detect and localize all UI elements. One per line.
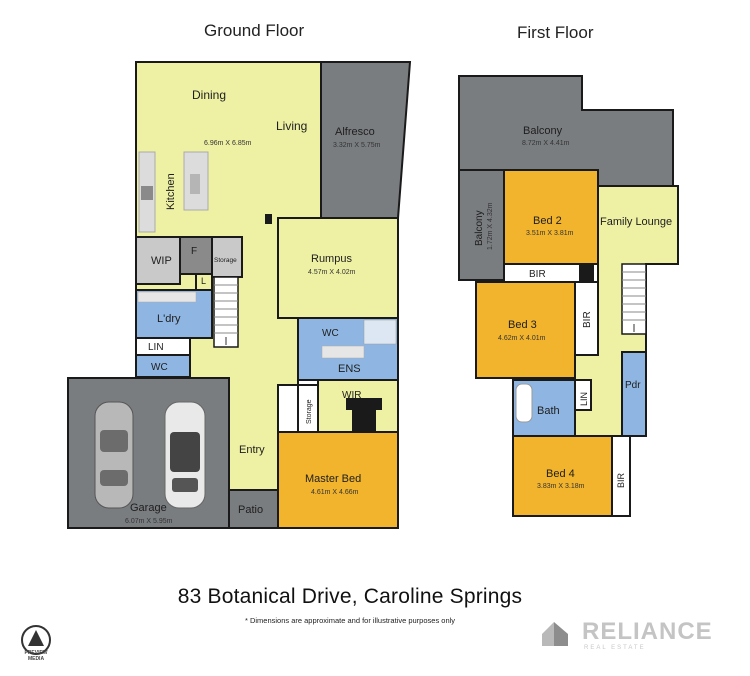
preview-media-label: PREVIEW MEDIA — [24, 650, 48, 662]
label-balcony-side: Balcony — [474, 210, 485, 246]
label-wir: WIR — [342, 390, 361, 401]
ground-floor-title: Ground Floor — [204, 21, 305, 40]
label-bed2: Bed 2 — [533, 215, 562, 227]
label-bath: Bath — [537, 405, 560, 417]
label-patio: Patio — [238, 504, 263, 516]
bathtub — [515, 383, 533, 423]
label-kitchen: Kitchen — [165, 173, 177, 210]
label-garage-dim: 6.07m X 5.95m — [125, 518, 173, 525]
label-wc-ens: WC — [322, 328, 339, 339]
preview-media-icon — [21, 625, 51, 655]
label-balcony-top-dim: 8.72m X 4.41m — [522, 140, 570, 147]
reliance-brand-name: RELIANCE — [582, 618, 713, 645]
wir-robe-post — [352, 410, 376, 432]
label-bed4: Bed 4 — [546, 468, 575, 480]
preview-media-logo — [16, 622, 56, 662]
label-bed3-dim: 4.62m X 4.01m — [498, 335, 546, 342]
laundry-bench — [137, 291, 197, 303]
ensuite-vanity — [321, 345, 365, 359]
kitchen-sink — [190, 174, 200, 194]
label-rumpus-dim: 4.57m X 4.02m — [308, 269, 356, 276]
alfresco-area — [320, 61, 412, 219]
label-ens: ENS — [338, 363, 361, 375]
corner-post — [580, 264, 594, 282]
stairs-first — [621, 263, 647, 335]
label-storage-lower: Storage — [306, 399, 313, 424]
label-family-lounge: Family Lounge — [600, 216, 672, 228]
reliance-logo-icon — [542, 622, 568, 646]
label-balcony-top: Balcony — [523, 125, 563, 137]
balcony-side — [458, 169, 505, 281]
ensuite-shower — [363, 319, 397, 345]
label-alfresco: Alfresco — [335, 126, 375, 138]
label-balcony-side-dim: 1.72m X 4.32m — [487, 202, 494, 250]
label-wc-lower: WC — [151, 362, 168, 373]
label-pdr: Pdr — [625, 380, 641, 391]
property-address: 83 Botanical Drive, Caroline Springs — [177, 585, 523, 608]
label-wip: WIP — [151, 255, 172, 267]
label-rumpus: Rumpus — [311, 253, 352, 265]
car-left — [94, 401, 134, 509]
kitchen-cooktop — [141, 186, 153, 200]
label-bed3: Bed 3 — [508, 319, 537, 331]
first-floor-title: First Floor — [517, 23, 594, 42]
label-alfresco-dim: 3.32m X 5.75m — [333, 142, 381, 149]
label-lin-first: LIN — [579, 392, 589, 406]
reliance-brand: RELIANCE REAL ESTATE — [538, 612, 738, 652]
disclaimer-note: * Dimensions are approximate and for ill… — [244, 616, 456, 625]
label-laundry: L'dry — [157, 313, 181, 325]
label-garage: Garage — [130, 502, 167, 514]
pdr-room — [621, 351, 647, 437]
label-bed4-dim: 3.83m X 3.18m — [537, 483, 585, 490]
label-l: L — [201, 276, 206, 286]
car-right — [164, 401, 206, 509]
label-bir-top: BIR — [529, 269, 546, 280]
label-bir-low: BIR — [616, 472, 626, 488]
label-living-dim: 6.96m X 6.85m — [204, 140, 252, 147]
label-lin: LIN — [148, 342, 164, 353]
label-storage-upper: Storage — [214, 257, 237, 264]
bir-low — [611, 435, 631, 517]
label-bir-mid: BIR — [582, 311, 593, 328]
rumpus-room — [277, 217, 399, 319]
label-entry: Entry — [239, 444, 265, 456]
label-dining: Dining — [192, 88, 226, 102]
reliance-brand-sub: REAL ESTATE — [584, 645, 646, 651]
label-master-bed: Master Bed — [305, 473, 361, 485]
stairs-ground — [213, 276, 239, 348]
label-bed2-dim: 3.51m X 3.81m — [526, 230, 574, 237]
master-bedroom — [277, 431, 399, 529]
label-fridge: F — [191, 246, 197, 257]
wall-post — [265, 214, 272, 224]
label-living: Living — [276, 119, 307, 133]
storage-upper — [211, 236, 243, 278]
bir-mid — [574, 281, 599, 356]
label-master-bed-dim: 4.61m X 4.66m — [311, 489, 359, 496]
wir-robe — [346, 398, 382, 410]
